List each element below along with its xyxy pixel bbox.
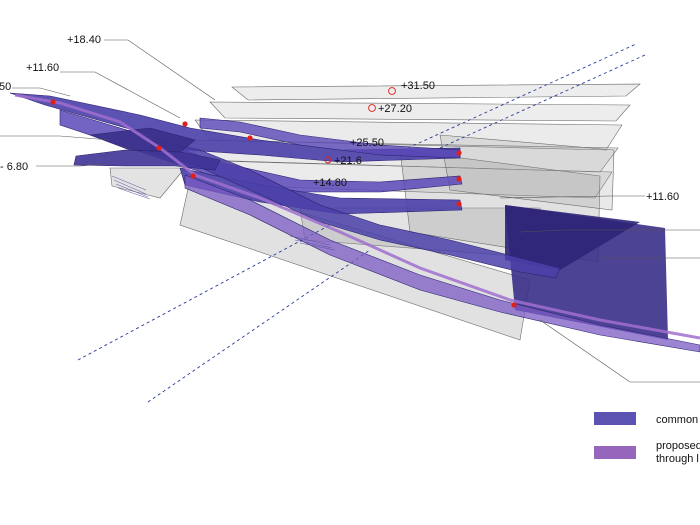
leader-line	[60, 71, 181, 119]
marker-hollow	[388, 87, 396, 95]
elevation-label: +27.20	[378, 103, 412, 115]
floor-plate	[209, 101, 631, 122]
elevation-labels: +18.40 +11.60 50 - 6.80 +31.50 +27.20 +2…	[0, 34, 679, 203]
marker	[456, 150, 462, 156]
elevation-label: +31.50	[401, 80, 435, 92]
leader-line	[519, 229, 700, 233]
survey-markers-hollow	[324, 87, 396, 164]
dashed-sight-lines	[77, 43, 646, 403]
marker	[456, 176, 462, 182]
leader-line	[104, 39, 216, 101]
leader-line	[0, 135, 111, 141]
elevation-label: +18.40	[67, 34, 101, 46]
hatching	[111, 175, 336, 251]
marker-hollow	[368, 104, 376, 112]
elevation-label: +14.80	[313, 177, 347, 189]
leader-line	[539, 319, 700, 383]
legend: common proposed through l	[594, 412, 700, 465]
floor-plate	[439, 134, 615, 211]
circulation-ribbons	[9, 92, 700, 353]
floor-plate	[231, 83, 641, 101]
marker	[190, 173, 196, 179]
elevation-label: +21.6	[334, 155, 362, 167]
legend-label-proposed-line1: proposed	[656, 440, 700, 452]
leader-line	[12, 87, 71, 97]
ribbon	[89, 127, 196, 153]
elevation-label: - 6.80	[0, 161, 28, 173]
marker	[50, 99, 56, 105]
elevation-label: +11.60	[26, 62, 59, 74]
ribbon	[184, 174, 700, 353]
marker	[182, 121, 188, 127]
survey-markers	[50, 99, 517, 308]
legend-swatch-common	[594, 412, 636, 425]
leader-lines	[0, 39, 700, 383]
floor-plate	[109, 167, 186, 199]
marker	[511, 302, 517, 308]
legend-label-proposed-line2: through l	[656, 453, 699, 465]
legend-label-common: common	[656, 414, 698, 426]
leader-line	[36, 163, 106, 167]
common-volume-top	[505, 205, 640, 270]
legend-swatch-proposed	[594, 446, 636, 459]
ribbon	[199, 117, 461, 159]
leader-line	[499, 195, 645, 199]
ribbon	[149, 139, 561, 279]
elevation-label: 50	[0, 81, 11, 93]
marker	[456, 201, 462, 207]
elevation-label: +11.60	[646, 191, 679, 203]
common-volume	[505, 205, 668, 340]
proposed-route	[14, 93, 700, 340]
marker-hollow	[324, 156, 332, 164]
elevation-label: +25.50	[350, 137, 384, 149]
dashed-line	[439, 54, 646, 149]
dashed-line	[147, 249, 371, 403]
marker	[247, 135, 253, 141]
marker	[156, 145, 162, 151]
